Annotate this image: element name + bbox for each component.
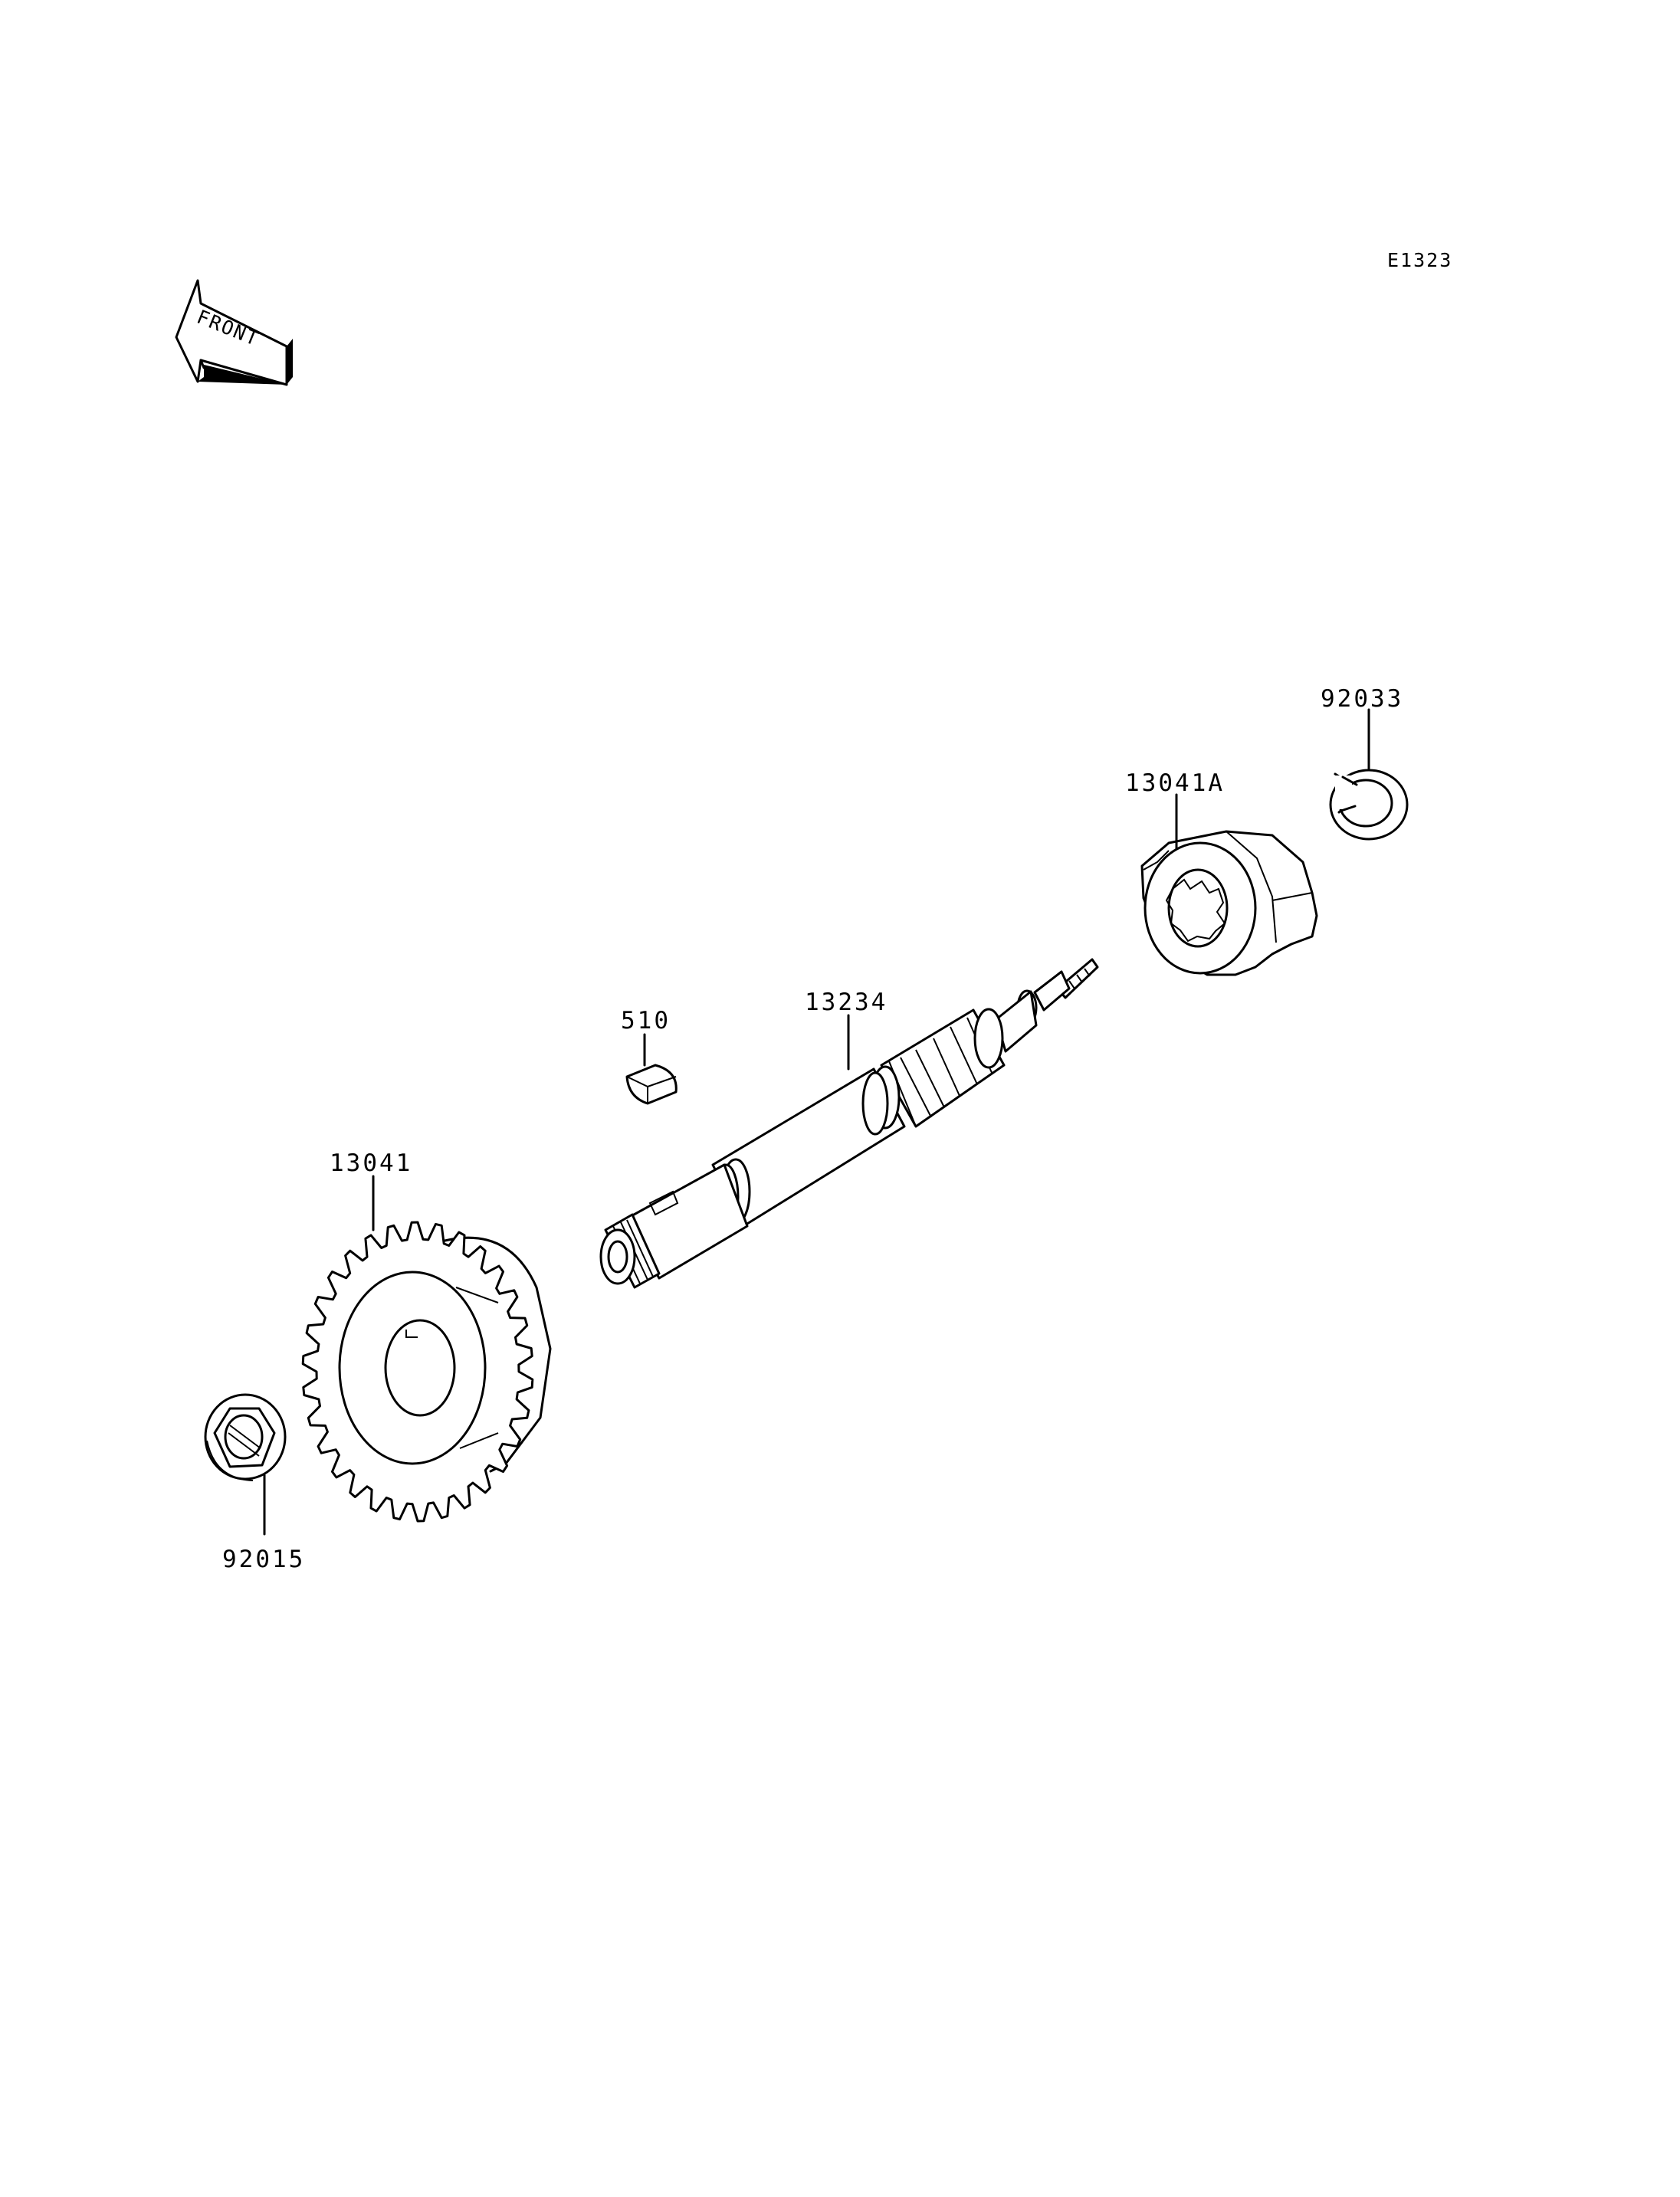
part-label-13041a[interactable]: 13041A [1125,769,1225,797]
part-label-13234[interactable]: 13234 [805,989,888,1016]
part-label-13041[interactable]: 13041 [330,1149,412,1177]
part-label-92033[interactable]: 92033 [1321,685,1403,713]
part-label-510[interactable]: 510 [621,1007,671,1035]
woodruff-key-510[interactable] [625,1064,678,1105]
front-arrow-icon: FRONT [175,279,293,386]
gear-13041a[interactable] [1140,830,1318,976]
circlip-92033[interactable] [1329,769,1409,841]
diagram-code: E1323 [1387,249,1452,271]
gear-13041[interactable] [301,1221,552,1523]
shaft-13234[interactable] [599,958,1099,1289]
part-label-92015[interactable]: 92015 [222,1546,305,1573]
flange-nut-92015[interactable] [204,1393,287,1481]
